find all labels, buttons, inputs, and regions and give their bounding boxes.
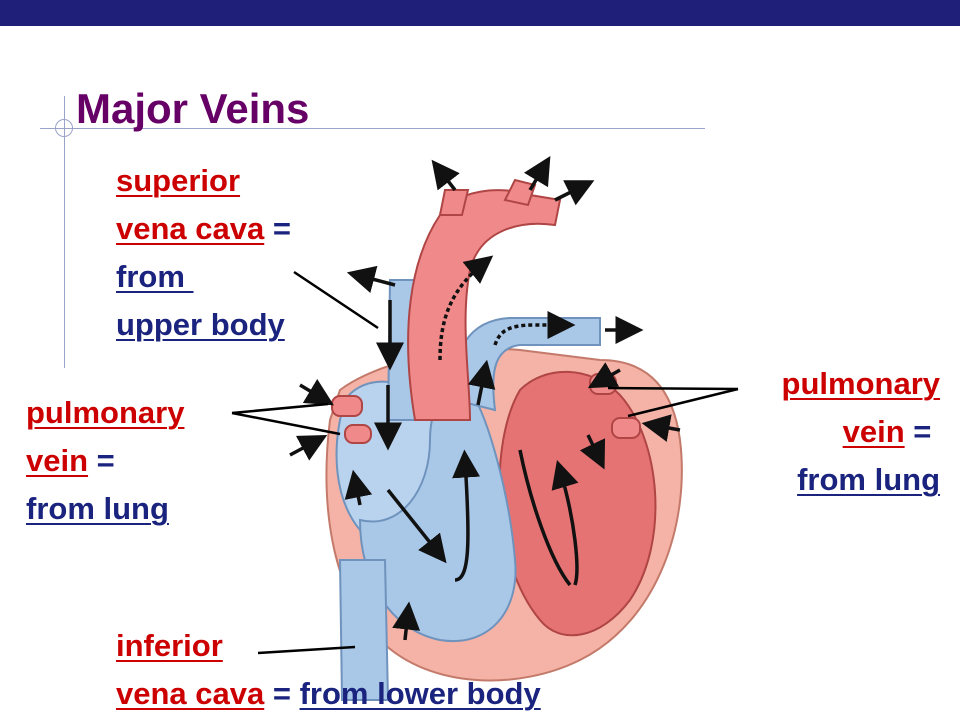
pulmonary-vein-left-2: [344, 424, 372, 444]
def-pulmonary-left: from lung: [26, 491, 169, 526]
left-ventricle: [498, 370, 657, 637]
label-superior-vena-cava: superior vena cava = from upper body: [116, 157, 291, 349]
equals-superior: =: [264, 211, 291, 246]
dashed-flow-arrows: [438, 255, 576, 361]
pulmonary-vein-right-2: [611, 417, 641, 439]
equals-pulmonary-left: =: [88, 443, 115, 478]
term-inferior-line1: inferior: [116, 628, 223, 663]
flow-arrows: [289, 155, 681, 641]
label-pulmonary-vein-left: pulmonary vein = from lung: [26, 389, 184, 533]
aorta: [407, 189, 562, 421]
term-inferior-line2: vena cava: [116, 676, 265, 711]
equals-pulmonary-right: =: [904, 414, 940, 449]
inferior-vena-cava: [338, 559, 390, 701]
def-inferior: from lower body: [299, 676, 541, 711]
curved-flow: [452, 449, 579, 587]
aorta-branch-1: [438, 189, 470, 216]
margin-rule: [64, 96, 65, 368]
crosshair-ornament: [55, 119, 73, 137]
def-superior-line1: from: [116, 259, 194, 294]
term-pulmonary-right-line1: pulmonary: [781, 366, 940, 401]
leader-lines: [231, 270, 739, 655]
label-pulmonary-vein-right: pulmonary vein = from lung: [782, 360, 940, 504]
term-superior-line1: superior: [116, 163, 241, 198]
slide-title: Major Veins: [76, 85, 310, 132]
title-rule: [40, 128, 705, 129]
term-pulmonary-left-line2: vein: [26, 443, 89, 478]
term-superior-line2: vena cava: [116, 211, 265, 246]
pulmonary-vein-right-1: [589, 373, 617, 395]
pulmonary-vein-left-1: [331, 395, 363, 417]
label-inferior-vena-cava: inferior vena cava = from lower body: [116, 622, 541, 718]
def-pulmonary-right: from lung: [797, 462, 940, 497]
def-superior-line2: upper body: [116, 307, 285, 342]
term-pulmonary-right-line2: vein: [842, 414, 905, 449]
term-pulmonary-left-line1: pulmonary: [26, 395, 185, 430]
equals-inferior: =: [264, 676, 300, 711]
top-banner-bar: [0, 0, 960, 26]
